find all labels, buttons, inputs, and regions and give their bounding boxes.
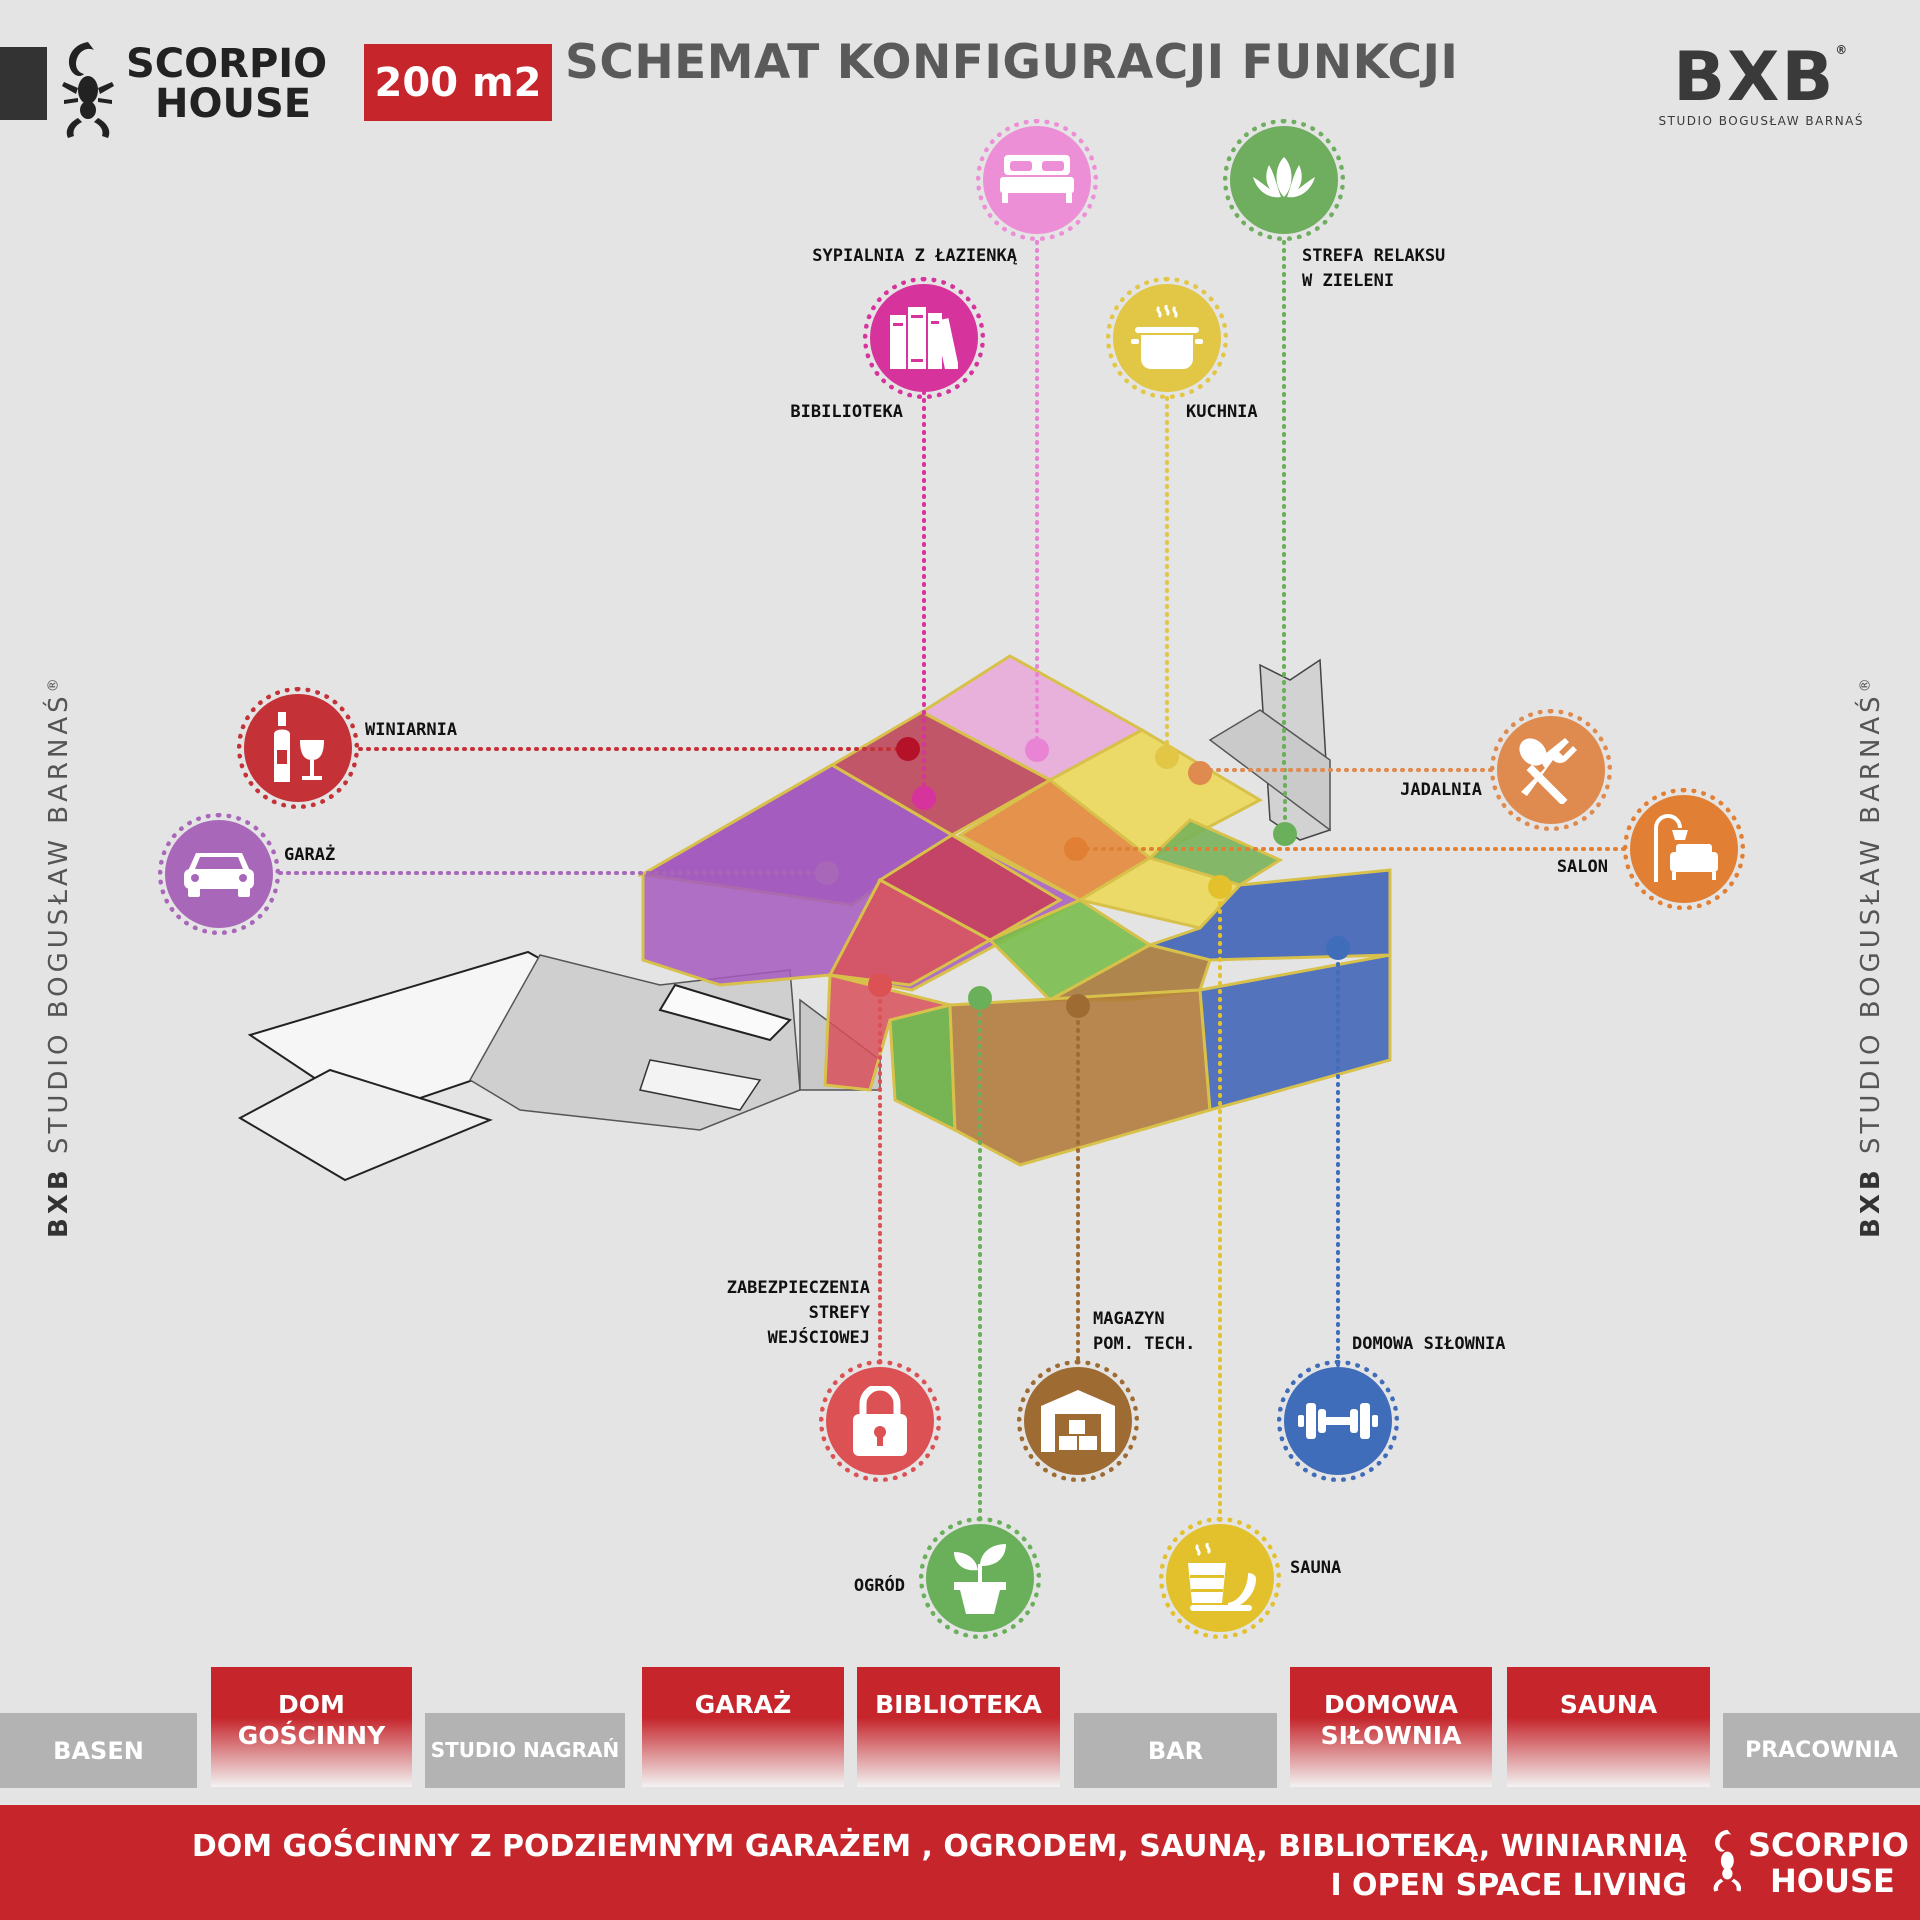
footer-text: DOM GOŚCINNY Z PODZIEMNYM GARAŻEM , OGRO…	[192, 1827, 1687, 1905]
tab-garaz[interactable]: GARAŻ	[642, 1667, 844, 1787]
label-magazyn: MAGAZYN POM. TECH.	[1093, 1309, 1196, 1354]
plant-pot-icon	[954, 1544, 1006, 1614]
sofa-lamp-icon	[1654, 814, 1718, 882]
leader-lines	[278, 240, 1626, 1522]
tab-bar[interactable]: BAR	[1074, 1713, 1277, 1788]
page-title: SCHEMAT KONFIGURACJI FUNKCJI	[565, 35, 1459, 90]
zone-zabezpieczenia	[827, 877, 994, 987]
sauna-bucket-icon	[1188, 1543, 1256, 1611]
kuchnia-circle	[1106, 277, 1228, 399]
sypialnia-circle	[976, 119, 1098, 241]
footer-scorpion-icon	[1713, 1829, 1742, 1892]
lotus-icon	[1253, 157, 1315, 198]
cooking-pot-icon	[1131, 305, 1203, 369]
bxb-logo: BXB® STUDIO BOGUSŁAW BARNAŚ	[1658, 43, 1865, 129]
label-sauna: SAUNA	[1290, 1558, 1342, 1578]
fork-spoon-icon	[1519, 738, 1577, 804]
footer-line-2: I OPEN SPACE LIVING	[1330, 1868, 1687, 1903]
warehouse-icon	[1041, 1390, 1115, 1452]
area-badge: 200 m2	[364, 44, 552, 121]
corner-bar	[0, 47, 47, 120]
zabezp-circle	[819, 1360, 941, 1482]
bxb-subtitle: STUDIO BOGUSŁAW BARNAŚ	[1658, 114, 1864, 128]
label-silownia: DOMOWA SIŁOWNIA	[1352, 1334, 1506, 1354]
bxb-logo-text: BXB	[1673, 38, 1836, 117]
entrance-ramp-structure	[237, 658, 1331, 1182]
label-sypialnia: SYPIALNIA Z ŁAZIENKĄ	[812, 246, 1017, 266]
bibl-circle	[863, 277, 985, 399]
logo-house: HOUSE	[155, 81, 312, 127]
tab-dom-goscinny[interactable]: DOM GOŚCINNY	[211, 1667, 412, 1787]
zone-ogrod-front	[888, 1003, 957, 1133]
footer-logo-line-1: SCORPIO	[1748, 1826, 1909, 1864]
salon-circle	[1623, 788, 1745, 910]
ogrod-circle	[919, 1517, 1041, 1639]
tab-pracownia[interactable]: PRACOWNIA	[1723, 1713, 1920, 1788]
label-bibl: BIBILIOTEKA	[790, 402, 903, 422]
bed-icon	[1000, 155, 1074, 203]
label-garaz: GARAŻ	[284, 845, 336, 865]
car-icon	[184, 853, 254, 897]
relaks-circle	[1223, 119, 1345, 241]
tab-studio-nagran[interactable]: STUDIO NAGRAŃ	[425, 1713, 625, 1788]
scorpion-logo-icon	[62, 42, 114, 138]
building-zones	[638, 654, 1392, 1167]
label-kuchnia: KUCHNIA	[1186, 402, 1258, 422]
label-jadalnia: JADALNIA	[1400, 780, 1482, 800]
label-zabezp: ZABEZPIECZENIA STREFY WEJŚCIOWEJ	[726, 1278, 870, 1348]
zone-magazyn-front	[948, 988, 1212, 1167]
anchor-dots	[815, 737, 1350, 1018]
tab-basen[interactable]: BASEN	[0, 1713, 197, 1788]
label-salon: SALON	[1556, 857, 1608, 877]
tab-domowa-silownia[interactable]: DOMOWA SIŁOWNIA	[1290, 1667, 1492, 1787]
footer-line-1: DOM GOŚCINNY Z PODZIEMNYM GARAŻEM , OGRO…	[191, 1829, 1687, 1864]
tab-sauna[interactable]: SAUNA	[1507, 1667, 1710, 1787]
label-winiarnia: WINIARNIA	[365, 720, 458, 740]
footer-bar: DOM GOŚCINNY Z PODZIEMNYM GARAŻEM , OGRO…	[0, 1805, 1920, 1920]
magazyn-circle	[1017, 1360, 1139, 1482]
jadalnia-circle	[1490, 709, 1612, 831]
wine-icon	[274, 712, 324, 782]
dumbbell-icon	[1298, 1403, 1378, 1439]
label-relaks: STREFA RELAKSU W ZIELENI	[1302, 246, 1446, 291]
silownia-circle	[1277, 1360, 1399, 1482]
registered-mark: ®	[1835, 43, 1850, 57]
padlock-icon	[853, 1386, 907, 1456]
tab-biblioteka[interactable]: BIBLIOTEKA	[857, 1667, 1060, 1787]
footer-logo: SCORPIO HOUSE	[1748, 1827, 1909, 1899]
label-ogrod: OGRÓD	[853, 1576, 905, 1596]
winiarnia-circle	[237, 687, 359, 809]
footer-logo-line-2: HOUSE	[1770, 1862, 1895, 1900]
zone-silownia-front	[1198, 953, 1392, 1112]
garaz-circle	[158, 813, 280, 935]
books-icon	[890, 307, 958, 369]
logo-scorpio: SCORPIO	[126, 41, 328, 87]
sauna-circle	[1159, 1517, 1281, 1639]
